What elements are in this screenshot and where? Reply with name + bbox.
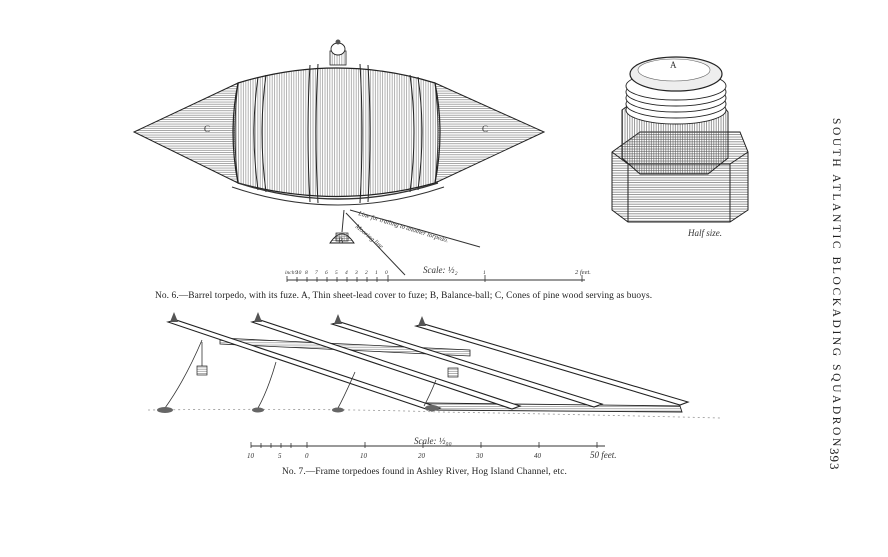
scale7-tick-label: 50 feet.	[590, 450, 617, 460]
scale-label-figure-6: Scale: ½₂	[423, 265, 458, 275]
scale7-tick-label: 5	[278, 452, 282, 460]
caption-figure-7: No. 7.—Frame torpedoes found in Ashley R…	[282, 467, 567, 477]
page-number: 393	[827, 448, 842, 471]
ball-label: B	[338, 236, 343, 245]
scale7-tick-label: 0	[305, 452, 309, 460]
scale6-tick-label: 7	[315, 270, 318, 276]
cone-label-left: C	[204, 124, 210, 134]
scale6-tick-label: 0	[385, 270, 388, 276]
fuze-cap	[329, 39, 347, 66]
half-size-label: Half size.	[688, 228, 723, 238]
caption-figure-6: No. 6.—Barrel torpedo, with its fuze. A,…	[155, 291, 653, 301]
scale7-tick-label: 10	[360, 452, 368, 460]
scale6-tick-label: 1	[375, 270, 378, 276]
scale6-tick-label: 2 feet.	[575, 269, 591, 276]
cone-label-right: C	[482, 124, 488, 134]
scale6-tick-label: 6	[325, 270, 328, 276]
scale6-tick-label: 1	[483, 270, 486, 276]
scale6-tick-label: 8	[305, 270, 308, 276]
scale6-tick-label: 4	[345, 269, 348, 276]
scale7-tick-label: 20	[418, 452, 426, 460]
mooring-line-label: Mooring line	[353, 223, 384, 251]
scale-bar-figure-7: 10 5 0 10 20 30 40 50 feet.	[247, 442, 617, 460]
scale6-tick-label: 5	[335, 270, 338, 276]
frame-torpedoes-illustration	[147, 312, 721, 419]
cover-label-a: A	[670, 60, 677, 70]
scale7-tick-label: 10	[247, 452, 255, 460]
running-head: SOUTH ATLANTIC BLOCKADING SQUADRON.	[830, 118, 842, 455]
scale6-tick-label: 9	[295, 270, 298, 276]
barrel-torpedo-illustration: C C B Line for trailing to another torpe…	[132, 39, 546, 276]
scale6-tick-label: 2	[365, 270, 368, 276]
scale7-tick-label: 40	[534, 452, 542, 460]
scale7-tick-label: 30	[475, 452, 484, 460]
scale6-tick-label: inch 10	[285, 270, 302, 276]
fuze-detail-illustration: A	[611, 56, 749, 223]
scale-label-figure-7: Scale: ½₀₀	[414, 436, 452, 446]
scale6-tick-label: 3	[354, 270, 358, 276]
